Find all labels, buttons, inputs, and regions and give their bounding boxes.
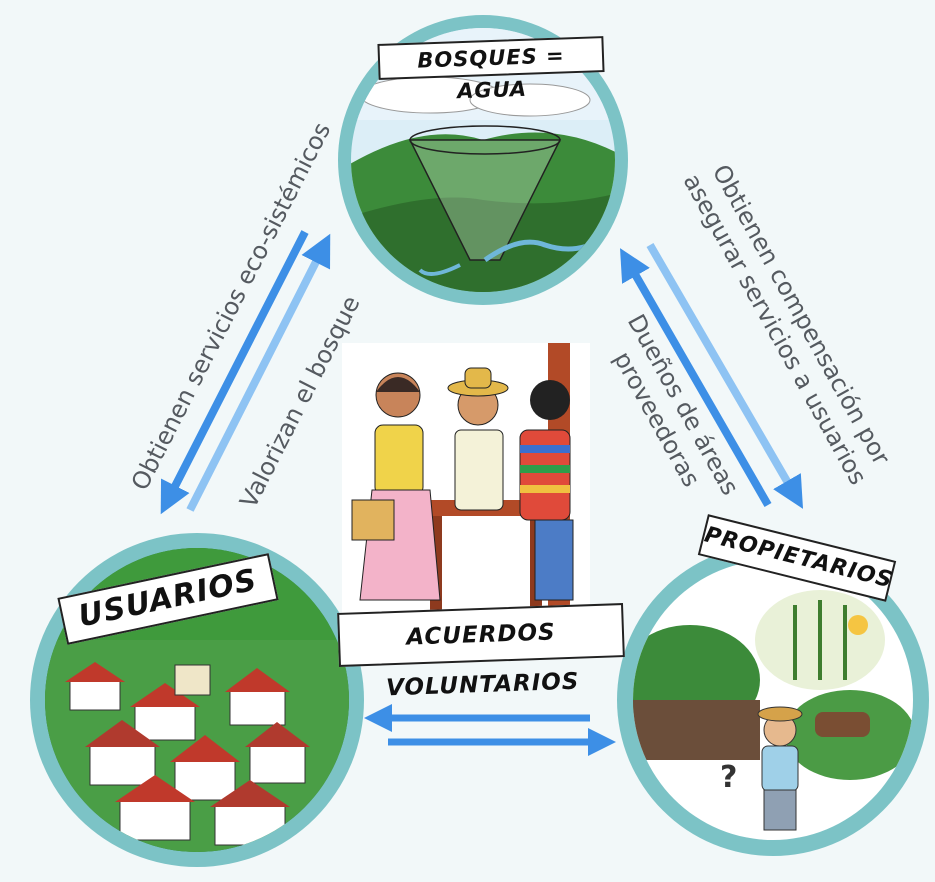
question-mark-icon: ? [720, 760, 738, 795]
bottom-arrows [364, 704, 616, 756]
right-arrows [620, 242, 804, 509]
voluntary-agreement-illustration [342, 343, 590, 628]
voluntary-agreements-label: ACUERDOS VOLUNTARIOS [337, 603, 625, 701]
left-arrows [160, 230, 331, 515]
forest-water-node [338, 15, 628, 305]
owners-node [617, 544, 929, 856]
